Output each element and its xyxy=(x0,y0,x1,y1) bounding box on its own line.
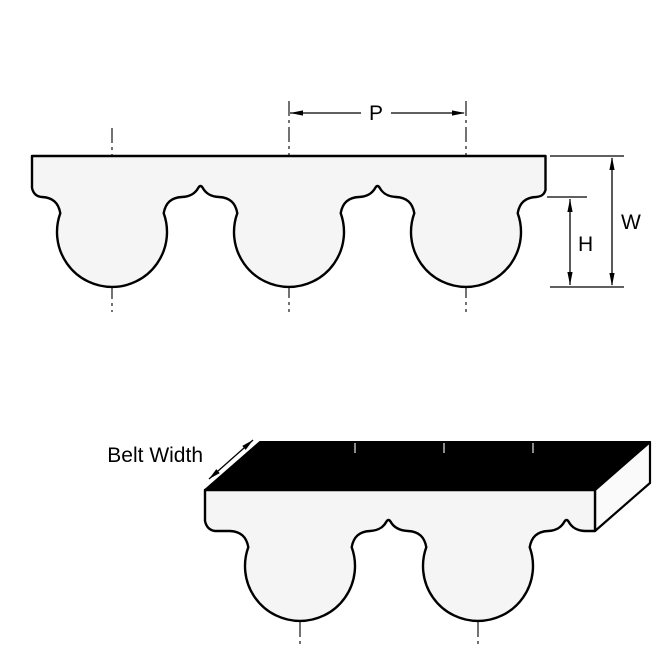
pitch-arrow-left xyxy=(290,110,303,116)
pitch-arrow-right xyxy=(452,110,465,116)
height-arrow-top xyxy=(567,199,573,212)
belt-width-arrow-head-lower xyxy=(209,469,220,479)
height-label: H xyxy=(578,233,593,256)
height-arrow-bottom xyxy=(567,272,573,285)
width-arrow-bottom xyxy=(609,273,615,286)
pitch-label: P xyxy=(369,102,383,125)
belt-cross-section-profile xyxy=(30,154,547,289)
width-label: W xyxy=(621,211,641,234)
belt-width-label: Belt Width xyxy=(107,444,203,467)
belt-top-face xyxy=(204,441,651,491)
belt-width-arrow-head-upper xyxy=(242,440,253,450)
width-arrow-top xyxy=(609,157,615,170)
belt-front-profile xyxy=(203,488,597,623)
